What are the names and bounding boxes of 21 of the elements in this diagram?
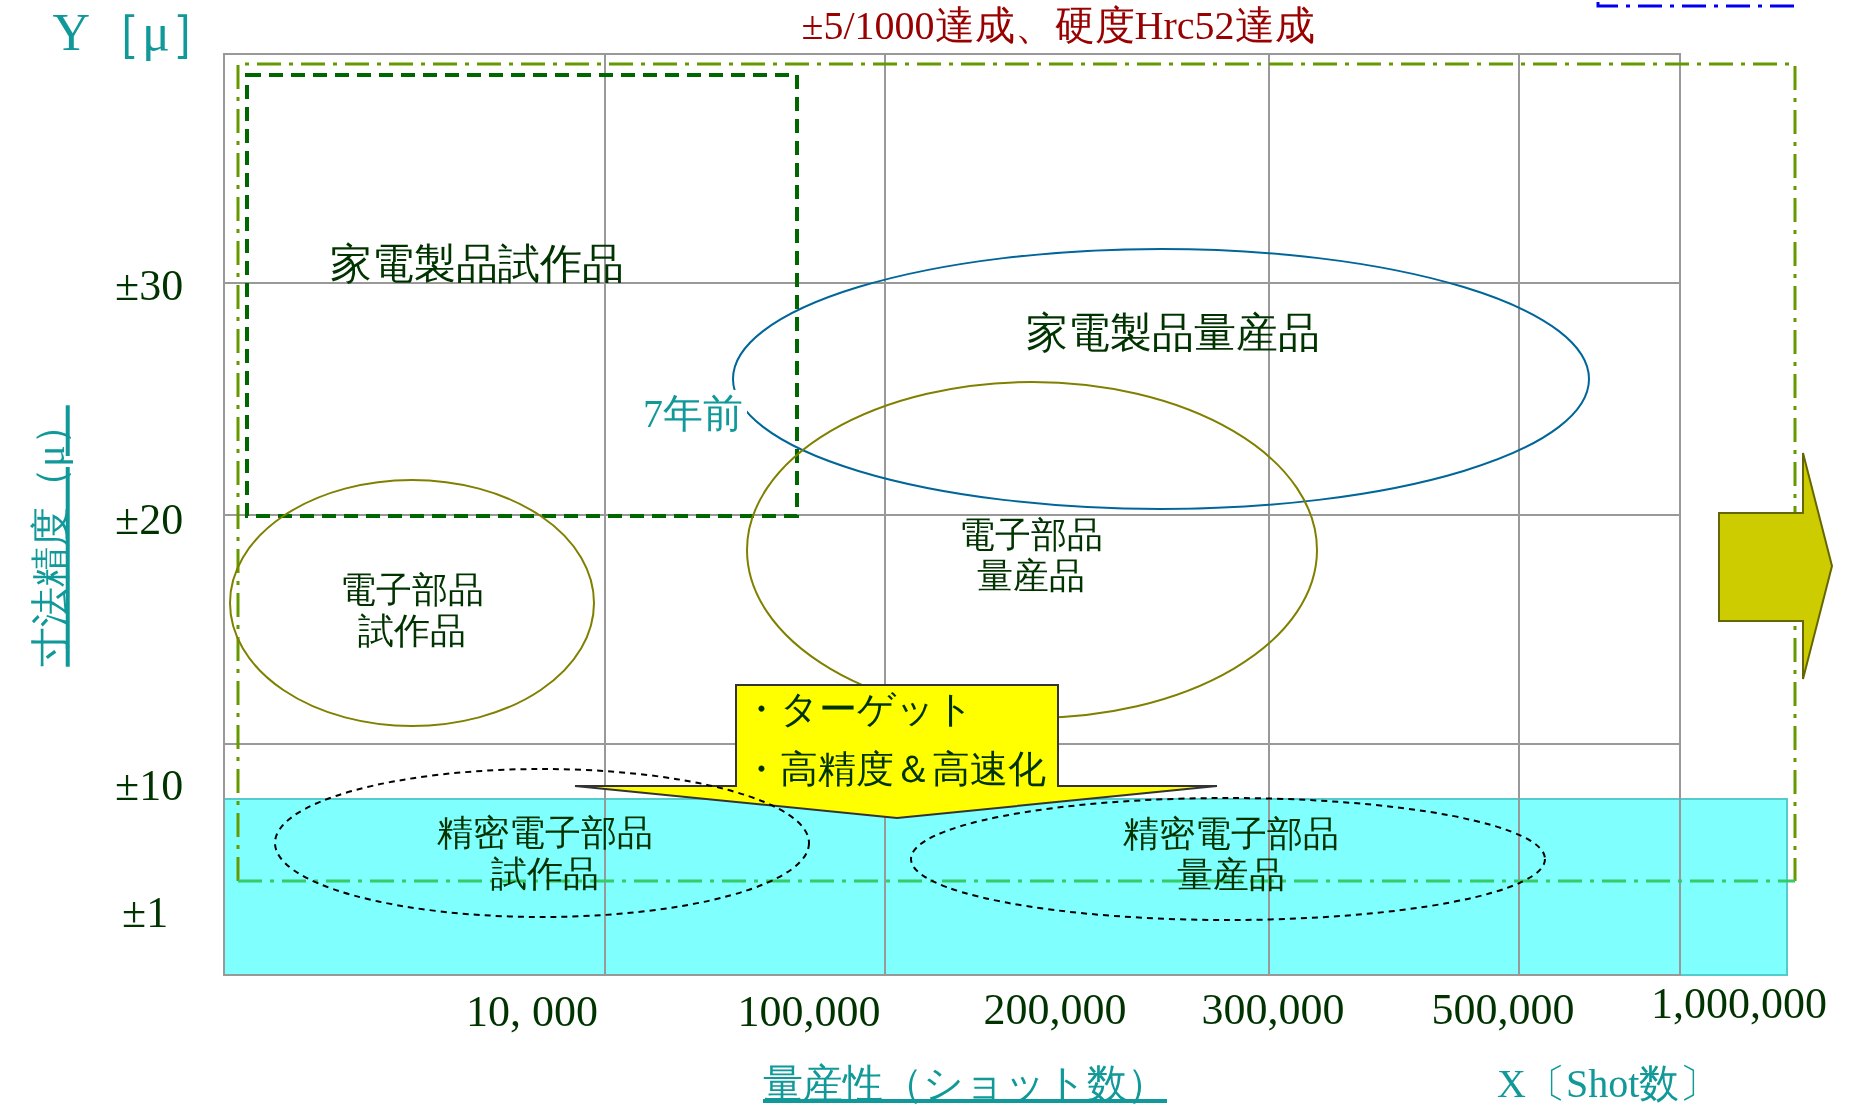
region-label: 家電製品試作品 bbox=[330, 240, 624, 289]
tick-label: ±20 bbox=[115, 493, 184, 546]
region-label: 電子部品量産品 bbox=[958, 514, 1104, 598]
bullet-text: ・高精度＆高速化 bbox=[742, 747, 1046, 792]
tick-label: 500,000 bbox=[1431, 983, 1575, 1036]
axis-title: 量産性（ショット数） bbox=[763, 1060, 1167, 1108]
tick-label: 100,000 bbox=[737, 985, 881, 1038]
tick-label: ±1 bbox=[122, 886, 169, 939]
bullet-text: ・ターゲット bbox=[742, 687, 974, 732]
region-label: 家電製品量産品 bbox=[1026, 309, 1320, 358]
axis-title: 寸法精度（μ） bbox=[26, 405, 74, 667]
tick-label: ±30 bbox=[115, 259, 184, 312]
axis-title: Y［μ］ bbox=[52, 3, 222, 63]
chart-title: ±5/1000達成、硬度Hrc52達成 bbox=[801, 2, 1315, 50]
tick-label: ±10 bbox=[115, 759, 184, 812]
tick-label: 300,000 bbox=[1201, 983, 1345, 1036]
tick-label: 200,000 bbox=[983, 983, 1127, 1036]
tick-label: 10, 000 bbox=[466, 985, 598, 1038]
tick-label: 1,000,000 bbox=[1651, 977, 1827, 1030]
axis-title: X〔Shot数〕 bbox=[1497, 1060, 1720, 1108]
region-label: 電子部品試作品 bbox=[339, 569, 485, 653]
